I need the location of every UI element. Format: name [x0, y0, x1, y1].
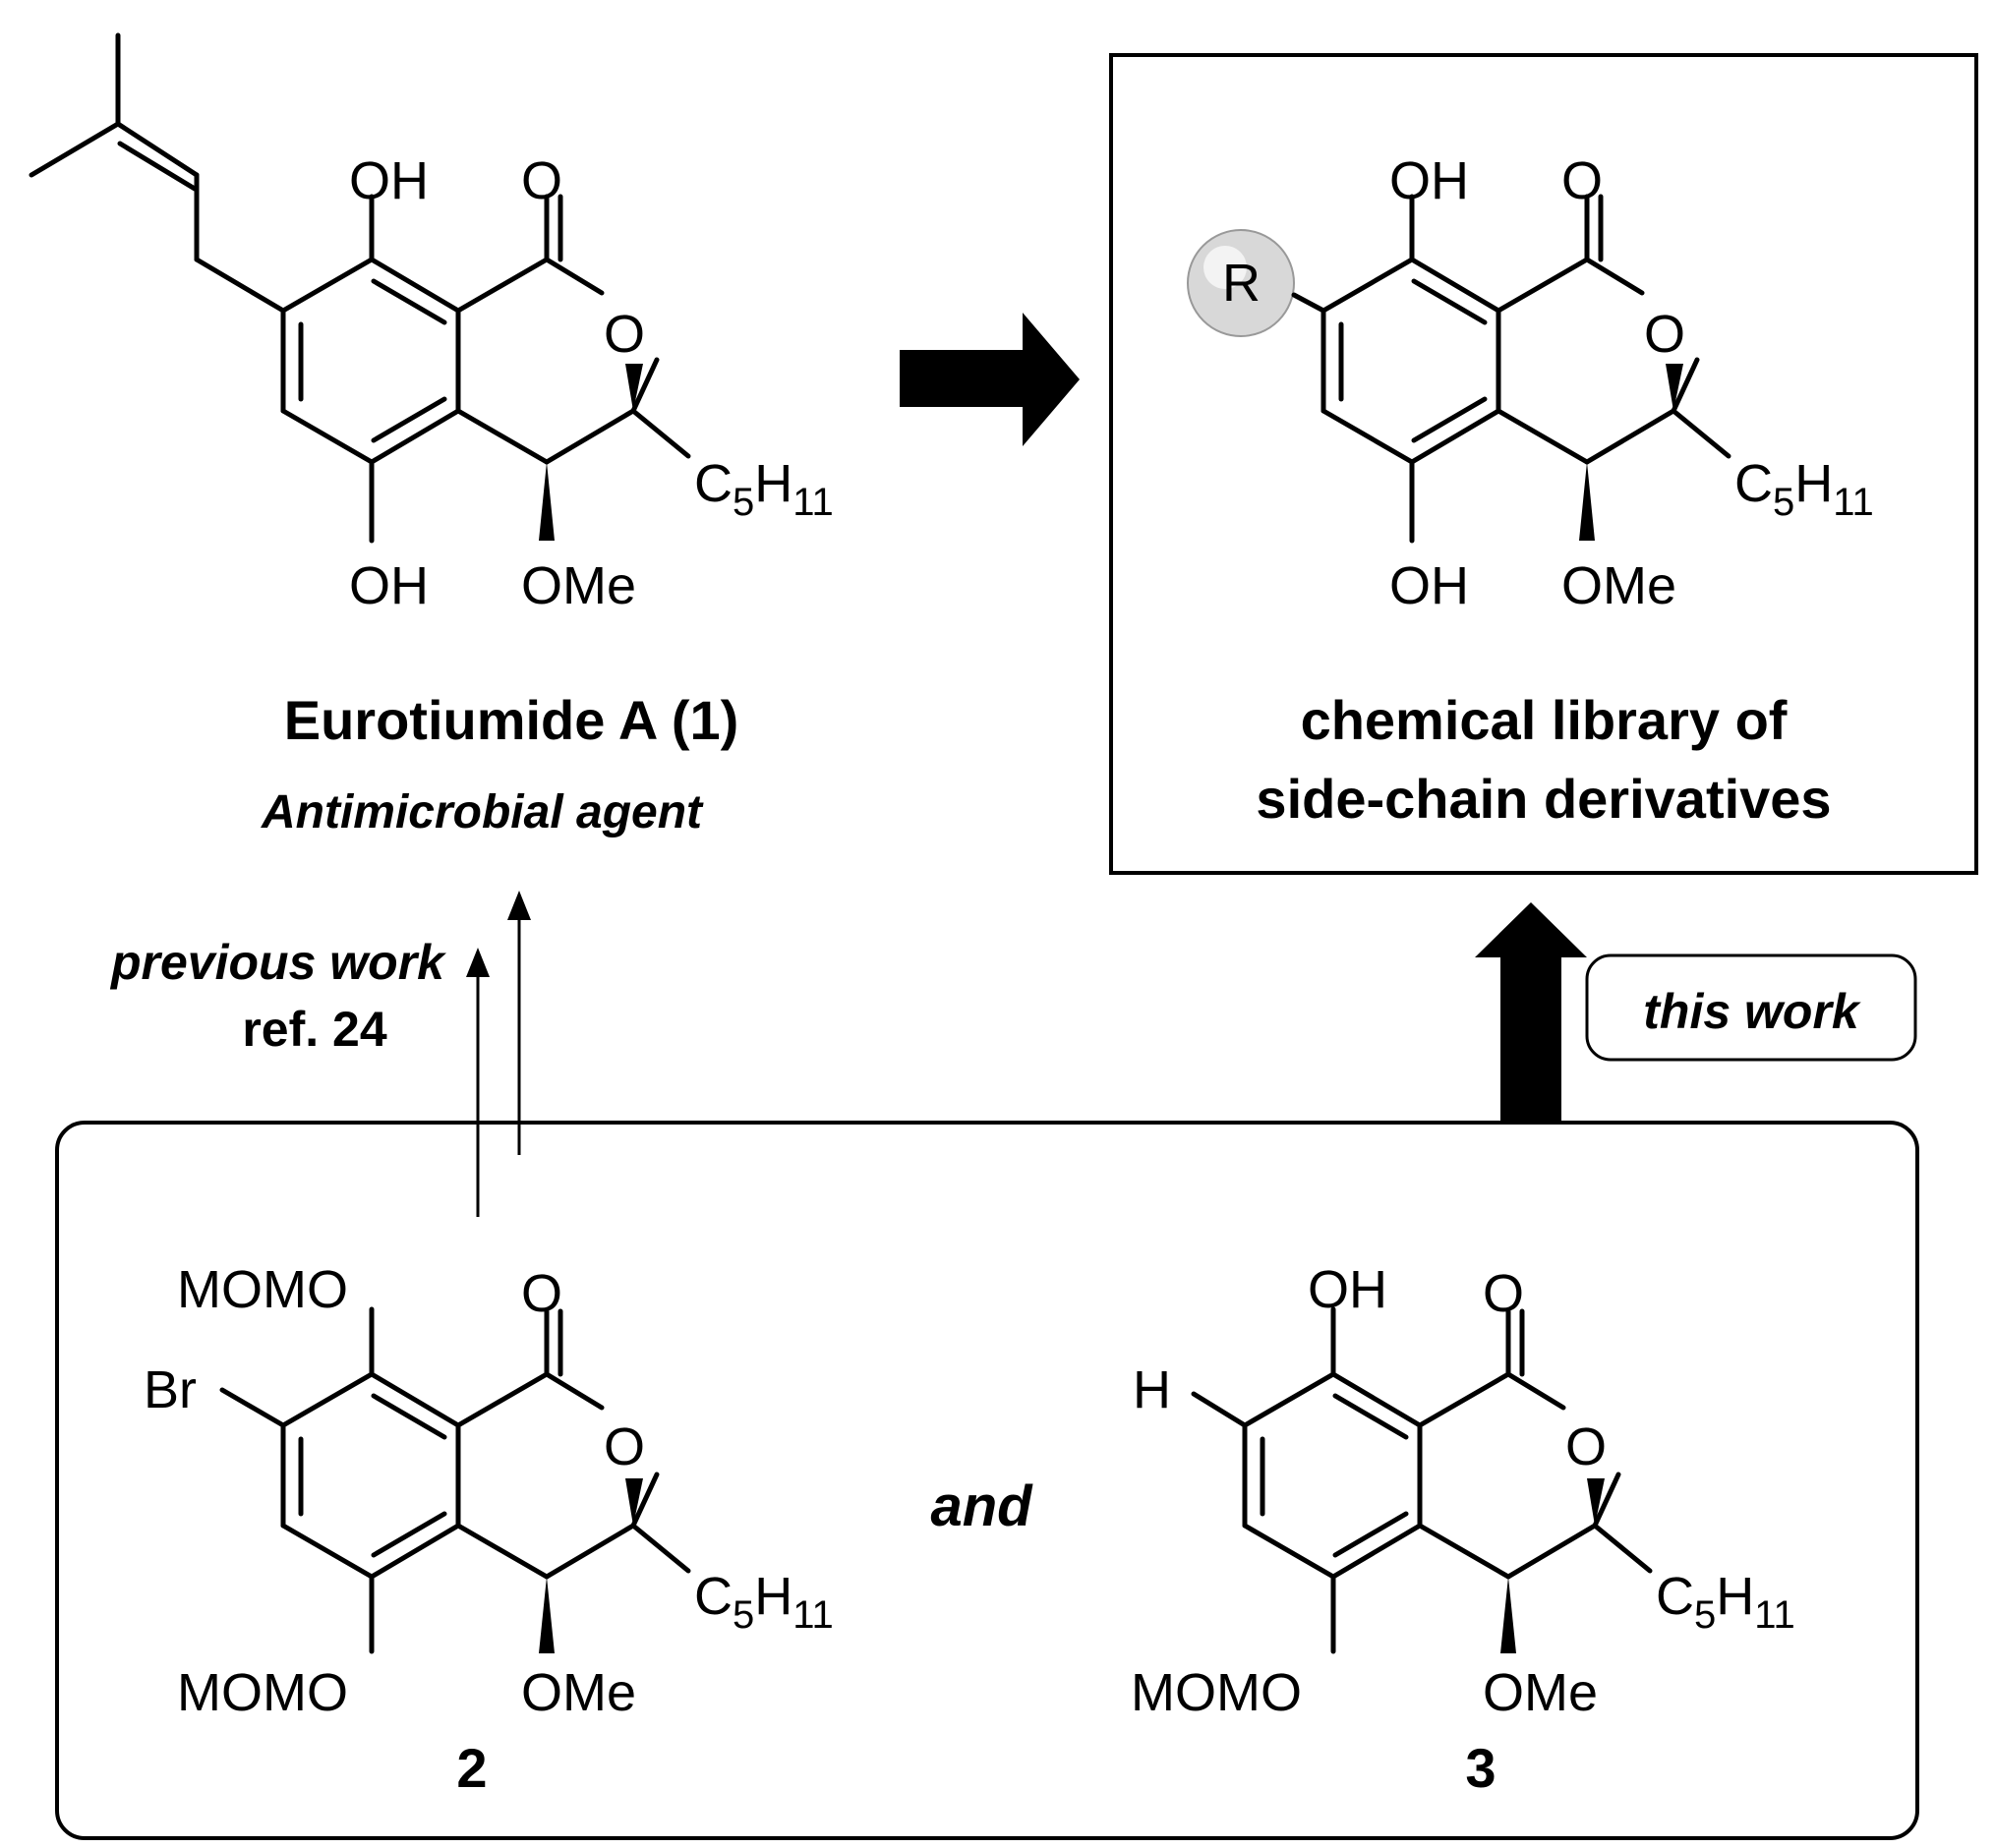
compound-2-structure: MOMO Br O O C5H11 MOMO OMe [144, 1260, 834, 1722]
library-methoxy-label: OMe [1561, 556, 1676, 615]
compound-3-methoxy-label: OMe [1483, 1663, 1598, 1722]
momo-bottom-label: MOMO [177, 1663, 348, 1722]
compound-3-structure: OH H O O C5H11 MOMO OMe [1131, 1260, 1795, 1722]
compound-3-pentyl-label: C5H11 [1656, 1567, 1795, 1637]
library-ring-oxygen-label: O [1644, 305, 1685, 364]
r-group-label: R [1222, 254, 1261, 313]
compound-3-hydroxyl-label: OH [1308, 1260, 1387, 1319]
and-label: and [930, 1474, 1033, 1538]
hydroxyl-top-label: OH [349, 151, 429, 210]
hydroxyl-bottom-label: OH [349, 556, 429, 615]
this-work-box [1585, 953, 1917, 1062]
compound-2-wedges [539, 1478, 643, 1653]
compound-3-momo-label: MOMO [1131, 1663, 1302, 1722]
hydrogen-label: H [1133, 1360, 1171, 1419]
library-hydroxyl-top-label: OH [1389, 151, 1469, 210]
compound-1-bonds [29, 32, 691, 544]
library-bonds [1291, 194, 1731, 544]
previous-work-arrowheads [466, 891, 531, 977]
methoxy-label: OMe [521, 556, 636, 615]
compound-1-name: Eurotiumide A (1) [284, 689, 739, 751]
compound-3-bonds [1191, 1306, 1653, 1654]
compound-3-carbonyl-oxygen-label: O [1483, 1264, 1524, 1323]
library-hydroxyl-bottom-label: OH [1389, 556, 1469, 615]
bromine-label: Br [144, 1360, 197, 1419]
library-box [1109, 53, 1978, 875]
compound-2-ring-oxygen-label: O [604, 1417, 645, 1476]
carbonyl-oxygen-label: O [521, 151, 562, 210]
ring-oxygen-label: O [604, 305, 645, 364]
compound-2-methoxy-label: OMe [521, 1663, 636, 1722]
this-work-label: this work [1643, 984, 1861, 1039]
compound-3-ring-oxygen-label: O [1565, 1417, 1607, 1476]
library-structure: R OH O O C5H11 OH OMe [1187, 151, 1874, 615]
compound-2-bonds [219, 1306, 691, 1654]
compound-1-wedges [539, 364, 643, 541]
previous-work-label: previous work [109, 935, 446, 990]
momo-top-label: MOMO [177, 1260, 348, 1319]
compound-3-number: 3 [1465, 1737, 1496, 1799]
right-arrow [900, 313, 1080, 446]
compound-2-carbonyl-oxygen-label: O [521, 1264, 562, 1323]
library-carbonyl-oxygen-label: O [1561, 151, 1603, 210]
library-pentyl-label: C5H11 [1734, 454, 1874, 524]
reference-label: ref. 24 [242, 1002, 387, 1057]
previous-work-arrows [476, 916, 521, 1217]
compound-2-number: 2 [456, 1737, 487, 1799]
compound-3-wedges [1500, 1478, 1605, 1653]
library-caption-line-1: chemical library of [1301, 689, 1788, 751]
compound-1-structure: OH O O C5H11 OH OMe [29, 32, 834, 615]
compound-2-pentyl-label: C5H11 [694, 1567, 834, 1637]
starting-materials-box [55, 1121, 1919, 1840]
compound-1-activity: Antimicrobial agent [261, 786, 704, 838]
pentyl-label: C5H11 [694, 454, 834, 524]
up-arrow [1475, 902, 1587, 1125]
library-caption-line-2: side-chain derivatives [1256, 768, 1831, 830]
library-wedges [1579, 364, 1683, 541]
